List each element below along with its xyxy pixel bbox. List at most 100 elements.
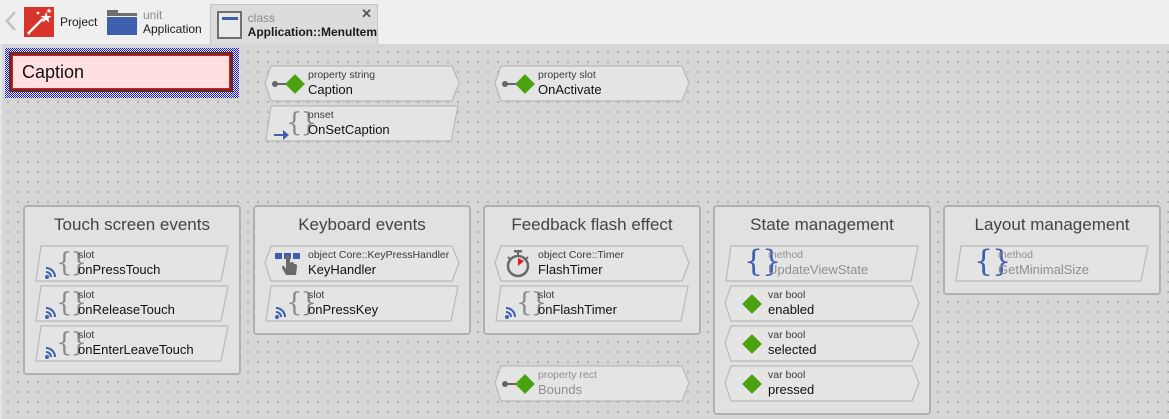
member-name: UpdateViewState [768, 262, 869, 277]
member-kind: slot [78, 329, 95, 341]
member-kind: method [768, 249, 804, 261]
slot-icon: {} [505, 289, 547, 319]
parallelogram-frame [725, 245, 919, 282]
group-title: State management [750, 215, 894, 234]
property-icon [502, 369, 536, 399]
breadcrumb-unit-label: Application [143, 22, 202, 36]
group-title: Keyboard events [298, 215, 426, 234]
slot-icon: {} [275, 289, 317, 319]
caption-preview-item[interactable]: Caption [9, 52, 233, 92]
slot-icon: {} [45, 249, 87, 279]
member-kind: slot [78, 249, 95, 261]
member-kind: var bool [768, 289, 806, 301]
chevron-left-icon[interactable] [4, 10, 18, 32]
member-name: enabled [768, 302, 815, 317]
variable-icon [736, 289, 766, 319]
member-kind: onset [308, 109, 334, 121]
magic-wand-icon [24, 7, 54, 37]
member-name: onFlashTimer [538, 302, 617, 317]
hexagon-frame [494, 365, 690, 402]
member-kind: slot [538, 289, 555, 301]
member-kind: var bool [768, 369, 806, 381]
parallelogram-frame [35, 325, 229, 362]
key-handler-icon [275, 249, 306, 279]
member-name: selected [768, 342, 817, 357]
breadcrumb-class-type: class [247, 10, 276, 25]
parallelogram-frame [265, 105, 459, 142]
member-name: onPressTouch [78, 262, 161, 277]
member-kind: slot [78, 289, 95, 301]
member-name: pressed [768, 382, 815, 397]
breadcrumb-unit[interactable]: unit Application [107, 4, 202, 40]
hexagon-frame [724, 325, 920, 362]
member-name: OnActivate [538, 82, 602, 97]
member-kind: slot [308, 289, 325, 301]
breadcrumb-class-tab[interactable]: class Application::MenuItem ✕ [210, 4, 378, 44]
member-name: Caption [308, 82, 353, 97]
breadcrumb-unit-type: unit [143, 8, 163, 22]
member-name: onEnterLeaveTouch [78, 342, 194, 357]
close-icon[interactable]: ✕ [361, 6, 372, 21]
slot-icon: {} [45, 289, 87, 319]
property-icon [272, 69, 306, 99]
member-name: onReleaseTouch [78, 302, 175, 317]
breadcrumb-project[interactable]: Project [24, 4, 97, 40]
parallelogram-frame [35, 285, 229, 322]
onset-icon: {} [274, 109, 317, 140]
breadcrumb-class-label: Application::MenuItem [247, 24, 377, 39]
parallelogram-frame [265, 285, 459, 322]
breadcrumb-project-label: Project [60, 15, 98, 29]
member-kind: var bool [768, 329, 806, 341]
parallelogram-frame [35, 245, 229, 282]
member-name: KeyHandler [308, 262, 376, 277]
member-kind: object Core::Timer [538, 249, 624, 261]
hexagon-frame [494, 245, 690, 282]
parallelogram-frame [955, 245, 1149, 282]
member-kind: method [998, 249, 1034, 261]
member-name: GetMinimalSize [998, 262, 1090, 277]
member-kind: object Core::KeyPressHandler [308, 249, 450, 261]
method-icon: {} [974, 244, 1011, 279]
hexagon-frame [724, 365, 920, 402]
member-kind: property rect [538, 369, 597, 381]
member-kind: property string [308, 69, 376, 81]
variable-icon [736, 329, 766, 359]
member-name: OnSetCaption [308, 122, 390, 137]
slot-icon: {} [45, 329, 87, 359]
caption-preview-text: Caption [22, 62, 85, 82]
member-name: Bounds [538, 382, 583, 397]
hexagon-frame [724, 285, 920, 322]
class-icon [217, 10, 242, 39]
method-icon: {} [744, 244, 781, 279]
timer-icon [506, 249, 536, 279]
variable-icon [736, 369, 766, 399]
hexagon-frame [264, 245, 460, 282]
member-name: FlashTimer [538, 262, 603, 277]
property-icon [502, 69, 536, 99]
member-name: onPressKey [308, 302, 379, 317]
group-title: Touch screen events [54, 215, 210, 234]
